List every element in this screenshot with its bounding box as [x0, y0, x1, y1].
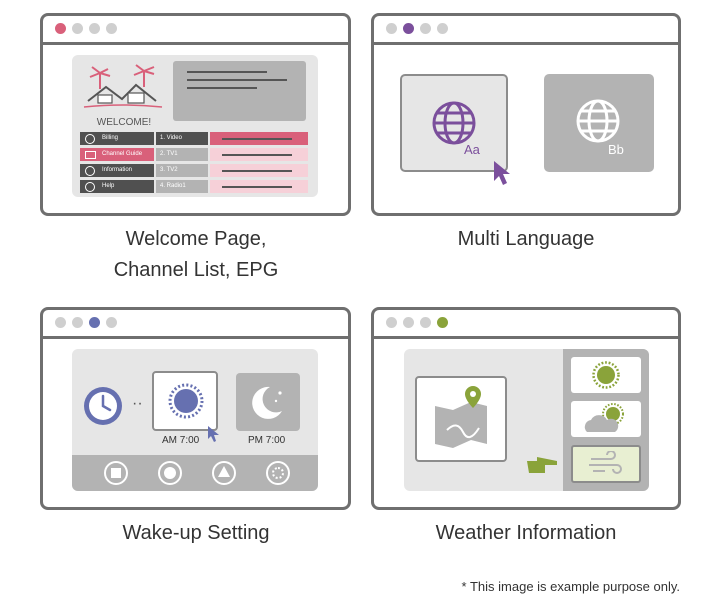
triangle-icon	[218, 466, 230, 477]
window-dot	[403, 317, 414, 328]
clock-icon	[84, 387, 122, 425]
cloud-sun-icon	[584, 403, 624, 432]
channel-row[interactable]: 4. Radio1	[156, 180, 308, 193]
window-dot	[106, 23, 117, 34]
help-icon	[85, 182, 95, 192]
language-option-a[interactable]: Aa	[400, 74, 508, 172]
epg-line	[222, 138, 292, 140]
channel-row[interactable]: 3. TV2	[156, 164, 308, 177]
window-dot-active	[55, 23, 66, 34]
epg-line	[222, 186, 292, 188]
forecast-column	[563, 349, 649, 491]
wakeup-screen: ·· AM 7:00 PM 7:00	[72, 349, 318, 491]
window-dot	[72, 317, 83, 328]
channel-row[interactable]: 2. TV1	[156, 148, 308, 161]
window-dot	[89, 23, 100, 34]
language-window: Aa Bb	[371, 13, 681, 216]
window-dot	[420, 317, 431, 328]
globe-icon	[576, 99, 620, 143]
weather-caption: Weather Information	[435, 522, 617, 544]
menu-item-billing[interactable]: Billing	[80, 132, 154, 145]
window-titlebar	[374, 16, 678, 45]
menu-list: Billing Channel Guide Information Help	[80, 132, 154, 193]
info-line	[187, 79, 287, 81]
globe-icon	[85, 166, 95, 176]
forecast-windy[interactable]	[571, 445, 641, 483]
alarm-am-option[interactable]	[152, 371, 218, 431]
weather-window	[371, 307, 681, 510]
record-button[interactable]	[158, 461, 182, 485]
settings-button[interactable]	[266, 461, 290, 485]
stop-button[interactable]	[104, 461, 128, 485]
window-titlebar	[374, 310, 678, 339]
forecast-sunny[interactable]	[571, 357, 641, 393]
epg-line	[222, 170, 292, 172]
weather-screen	[404, 349, 649, 491]
window-titlebar	[43, 310, 348, 339]
billing-icon	[85, 134, 95, 144]
wakeup-window: ·· AM 7:00 PM 7:00	[40, 307, 351, 510]
info-line	[187, 87, 257, 89]
welcome-screen: WELCOME! Billing Channel Guide Informati…	[72, 55, 318, 197]
window-dot-active	[89, 317, 100, 328]
wind-icon	[589, 451, 622, 474]
cursor-icon	[208, 426, 219, 442]
window-dot	[420, 23, 431, 34]
stop-icon	[111, 468, 121, 478]
window-dot	[72, 23, 83, 34]
wakeup-caption: Wake-up Setting	[122, 522, 270, 544]
language-caption: Multi Language	[457, 228, 595, 250]
window-dot	[386, 23, 397, 34]
control-bar	[72, 455, 318, 491]
window-dot	[106, 317, 117, 328]
moon-icon	[252, 386, 282, 419]
info-line	[187, 71, 267, 73]
window-dot-active	[403, 23, 414, 34]
epg-line	[222, 154, 292, 156]
map-card[interactable]	[415, 376, 507, 462]
map-pin-icon	[435, 386, 487, 448]
channel-list: 1. Video 2. TV1 3. TV2 4. Radio1	[156, 132, 308, 193]
gear-icon	[272, 467, 284, 479]
guide-icon	[85, 151, 96, 159]
welcome-window: WELCOME! Billing Channel Guide Informati…	[40, 13, 351, 216]
dots-separator: ··	[132, 395, 143, 412]
menu-item-information[interactable]: Information	[80, 164, 154, 177]
forecast-cloudy[interactable]	[571, 401, 641, 437]
info-box	[173, 61, 306, 121]
resort-logo	[83, 64, 163, 108]
up-button[interactable]	[212, 461, 236, 485]
footnote: * This image is example purpose only.	[461, 579, 680, 594]
window-dot	[55, 317, 66, 328]
window-dot	[437, 23, 448, 34]
pointing-hand-icon	[527, 457, 557, 473]
welcome-caption: Welcome Page, Channel List, EPG	[113, 228, 279, 281]
cursor-icon	[494, 161, 510, 185]
welcome-text: WELCOME!	[96, 117, 152, 128]
sun-icon	[168, 383, 204, 419]
globe-icon	[432, 101, 476, 145]
window-titlebar	[43, 16, 348, 45]
window-dot	[386, 317, 397, 328]
menu-item-help[interactable]: Help	[80, 180, 154, 193]
circle-icon	[164, 467, 176, 479]
menu-item-channel-guide[interactable]: Channel Guide	[80, 148, 154, 161]
language-option-b[interactable]: Bb	[544, 74, 654, 172]
alarm-pm-option[interactable]	[236, 373, 300, 431]
window-dot-active	[437, 317, 448, 328]
sun-icon	[592, 361, 620, 389]
channel-row[interactable]: 1. Video	[156, 132, 308, 145]
